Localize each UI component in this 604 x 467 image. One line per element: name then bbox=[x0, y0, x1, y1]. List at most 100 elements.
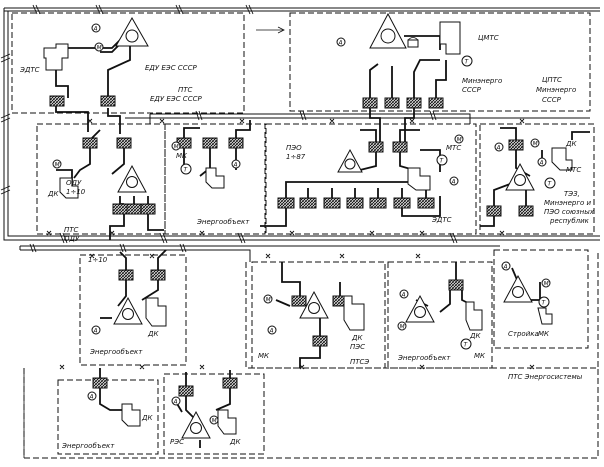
svg-text:A: A bbox=[269, 328, 274, 335]
a-icon: A bbox=[267, 325, 277, 335]
label-pts-odu-1: ПТС bbox=[64, 226, 79, 234]
label-pts-energosistemy: ПТС Энергосистемы bbox=[508, 373, 583, 381]
svg-text:A: A bbox=[93, 328, 98, 335]
label-mk-3: МК bbox=[474, 352, 486, 360]
m-icon: M bbox=[94, 42, 104, 52]
label-tez-3: ПЭО союзных bbox=[544, 208, 595, 216]
svg-text:A: A bbox=[401, 292, 406, 299]
switching-nodes bbox=[113, 12, 535, 439]
svg-text:T: T bbox=[464, 342, 469, 349]
frame-odu bbox=[36, 123, 166, 235]
svg-text:A: A bbox=[173, 399, 178, 406]
terminal-block bbox=[428, 97, 444, 109]
x-markers bbox=[46, 118, 535, 370]
svg-text:T: T bbox=[184, 167, 189, 174]
m-icon: M bbox=[397, 321, 407, 331]
terminal-block bbox=[362, 97, 378, 109]
terminal-block bbox=[312, 335, 328, 347]
terminal-block bbox=[140, 203, 156, 215]
node-stroika bbox=[503, 274, 533, 303]
label-dk-1: ДК bbox=[47, 190, 59, 198]
label-ptse: ПТСЭ bbox=[350, 358, 369, 366]
subscriber-symbols: A M A T M M T A M T A A M A T A M A A M … bbox=[52, 23, 556, 425]
terminal-block bbox=[178, 385, 194, 397]
terminal-block bbox=[369, 197, 387, 209]
label-energoobjekt-4: Энергообъект bbox=[61, 442, 115, 450]
node-tez bbox=[505, 162, 535, 191]
node-energoobjekt-left bbox=[113, 296, 143, 325]
svg-text:A: A bbox=[338, 40, 343, 47]
a-icon: A bbox=[449, 176, 459, 186]
dk-equipment-icon bbox=[121, 403, 141, 427]
svg-text:T: T bbox=[440, 158, 445, 165]
node-peo bbox=[337, 148, 363, 173]
label-energoobjekt-2: Энергообъект bbox=[89, 348, 143, 356]
label-edu-ees: ЕДУ ЕЭС СССР bbox=[145, 64, 197, 72]
label-pts-edu-2: ЕДУ ЕЭС СССР bbox=[150, 95, 202, 103]
label-mk-2: МК bbox=[258, 352, 270, 360]
terminal-block bbox=[277, 197, 295, 209]
terminal-block bbox=[392, 141, 408, 153]
node-ptse bbox=[299, 290, 329, 319]
svg-text:T: T bbox=[548, 181, 553, 188]
label-tspts-2: Минэнерго bbox=[536, 86, 576, 94]
a-icon: M bbox=[171, 141, 181, 151]
terminal-block bbox=[393, 197, 411, 209]
svg-text:A: A bbox=[539, 160, 544, 167]
labels: ЭДТС ЕДУ ЕЭС СССР ПТС ЕДУ ЕЭС СССР ЦМТС … bbox=[19, 34, 595, 450]
label-energoobjekt-1: Энергообъект bbox=[196, 218, 250, 226]
terminal-block bbox=[92, 377, 108, 389]
dk-equipment-icon bbox=[145, 297, 167, 327]
svg-text:M: M bbox=[533, 141, 539, 148]
terminal-block bbox=[126, 203, 142, 215]
label-minenergo: Минэнерго bbox=[462, 77, 502, 85]
label-dk-4: ДК bbox=[351, 334, 363, 342]
svg-text:M: M bbox=[457, 137, 463, 144]
label-pts-edu-1: ПТС bbox=[178, 86, 193, 94]
terminal-block bbox=[118, 269, 134, 281]
node-tsmts bbox=[369, 12, 407, 49]
a-icon: A bbox=[91, 23, 101, 33]
label-tez-2: Минэнерго и bbox=[544, 199, 592, 207]
frame-energosistemy bbox=[245, 250, 599, 369]
svg-text:A: A bbox=[89, 394, 94, 401]
svg-text:M: M bbox=[544, 281, 550, 288]
label-peo-count: 1÷87 bbox=[286, 153, 306, 161]
dial-icon: T bbox=[538, 296, 550, 308]
label-mk-1: МК bbox=[176, 152, 188, 160]
node-odu bbox=[117, 164, 147, 193]
m-icon: M bbox=[263, 294, 273, 304]
label-edts: ЭДТС bbox=[19, 66, 40, 74]
svg-text:T: T bbox=[465, 59, 470, 66]
terminal-block bbox=[299, 197, 317, 209]
frame-tez bbox=[479, 123, 595, 235]
frame-res bbox=[163, 373, 265, 455]
label-energoobjekt-3: Энергообъект bbox=[397, 354, 451, 362]
dial-icon: T bbox=[461, 55, 473, 67]
svg-text:T: T bbox=[542, 300, 547, 307]
a-icon: A bbox=[87, 391, 97, 401]
terminal-block bbox=[518, 205, 534, 217]
dk-equipment-icon bbox=[439, 21, 461, 55]
terminal-block bbox=[228, 137, 244, 149]
terminal-block bbox=[417, 197, 435, 209]
label-odu-range: 1÷10 bbox=[88, 256, 108, 264]
label-dk-3: ДК bbox=[147, 330, 159, 338]
label-mk-4: МК bbox=[538, 330, 550, 338]
wiring bbox=[55, 35, 590, 448]
svg-text:A: A bbox=[496, 145, 501, 152]
label-minenergo-sssr: СССР bbox=[462, 86, 482, 94]
dk-equipment-icon bbox=[407, 167, 431, 191]
a-icon: A bbox=[171, 396, 181, 406]
label-dk-2: ДК bbox=[565, 140, 577, 148]
terminal-blocks bbox=[49, 95, 534, 397]
svg-text:A: A bbox=[93, 26, 98, 33]
telephone-icon bbox=[407, 37, 419, 48]
terminal-block bbox=[112, 203, 128, 215]
dk-equipment-icon bbox=[551, 147, 573, 171]
m-icon: M bbox=[209, 415, 219, 425]
frame-energoobjekt-top bbox=[164, 123, 266, 235]
dk-equipment-icon bbox=[217, 409, 237, 435]
label-dk-6: ДК bbox=[141, 414, 153, 422]
dial-icon: T bbox=[460, 338, 472, 350]
